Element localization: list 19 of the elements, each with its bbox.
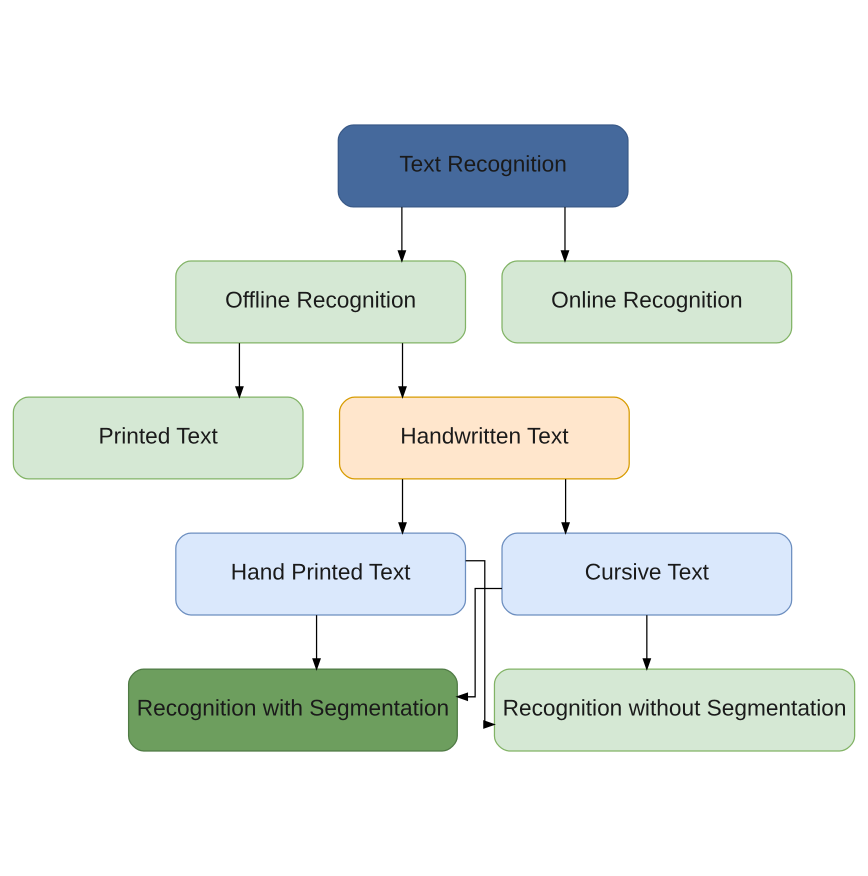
node-box: Hand Printed Text — [175, 532, 466, 616]
arrow — [560, 207, 570, 263]
arrow — [398, 343, 407, 399]
arrow — [235, 343, 244, 399]
node-box: Printed Text — [12, 396, 304, 480]
arrow — [466, 560, 496, 729]
node-box: Offline Recognition — [175, 260, 466, 344]
arrow — [561, 479, 570, 535]
arrow — [455, 588, 502, 702]
node-box: Text Recognition — [338, 124, 629, 208]
node-box: Online Recognition — [501, 260, 792, 344]
arrow — [642, 615, 652, 671]
arrow — [312, 615, 321, 671]
node-box: Recognition without Segmentation — [494, 668, 856, 752]
node-box: Recognition with Segmentation — [128, 668, 458, 752]
arrow — [398, 479, 407, 535]
arrow — [397, 207, 406, 263]
node-box: Handwritten Text — [338, 396, 630, 480]
node-box: Cursive Text — [501, 532, 792, 616]
